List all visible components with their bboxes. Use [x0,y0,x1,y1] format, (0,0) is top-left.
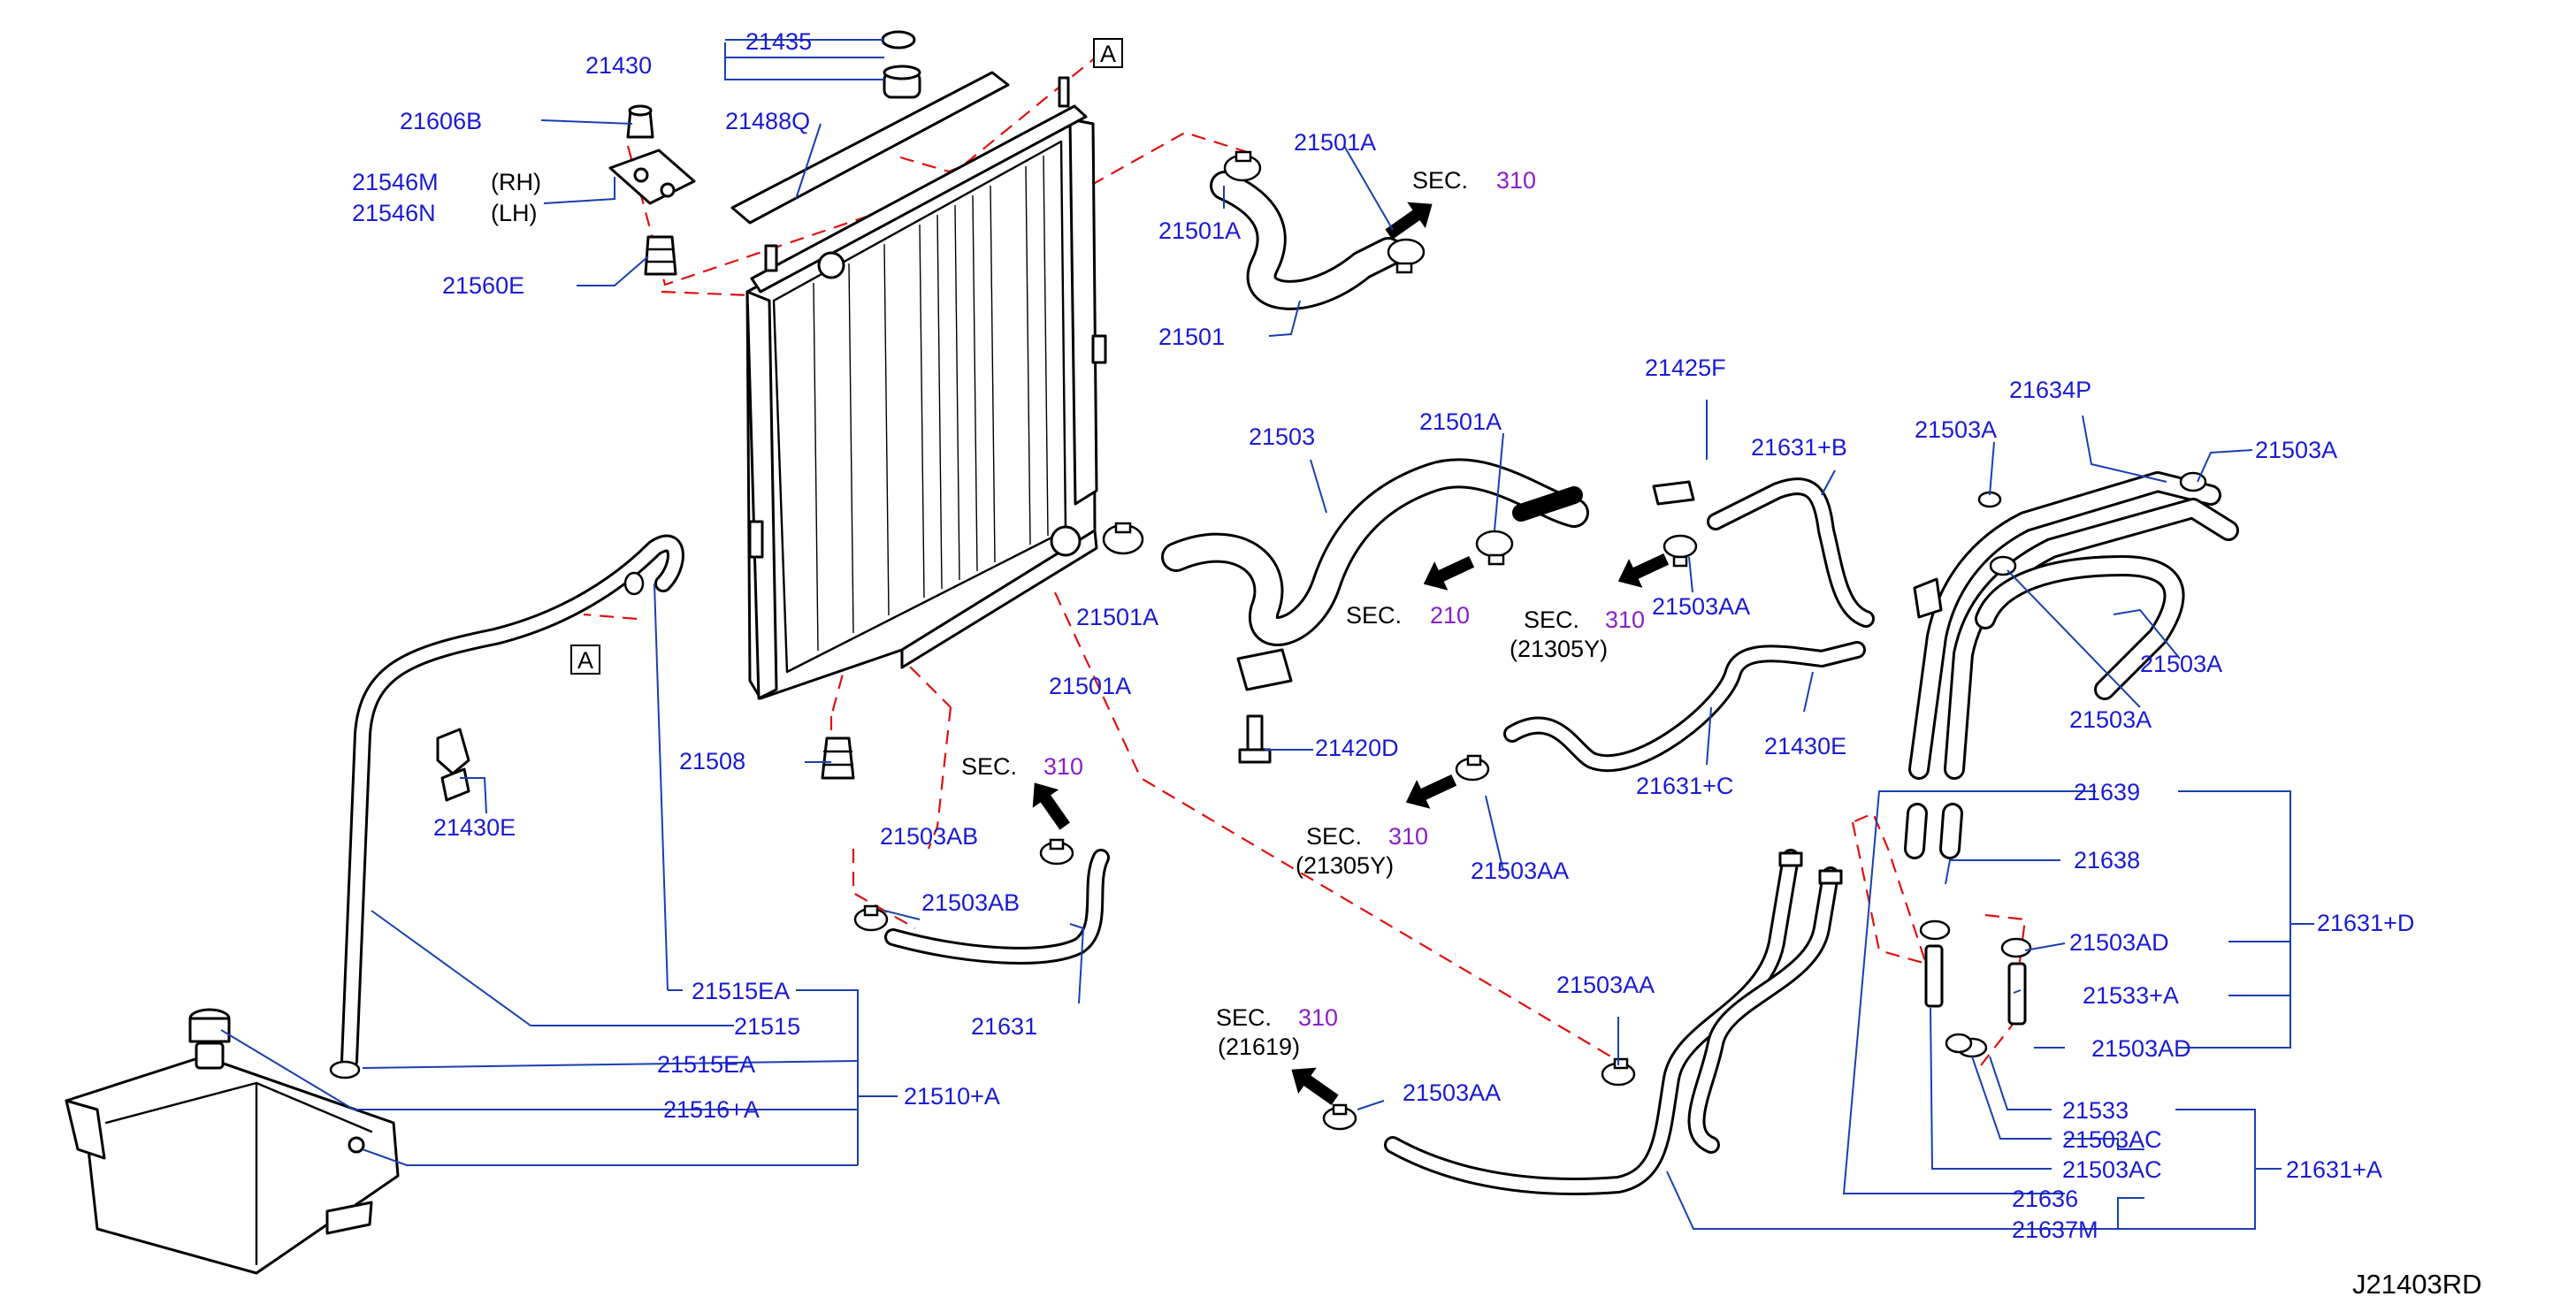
reservoir-tank [65,1008,400,1275]
label-21488q: 21488Q [725,108,810,134]
label-21501a-left: 21501A [1158,217,1241,244]
radiator-core [745,76,1107,700]
svg-text:(21619): (21619) [1218,1034,1300,1060]
label-21503ab-a: 21503AB [880,823,978,850]
label-21503a-right: 21503A [2255,437,2337,463]
label-21501a-radiator: 21501A [1049,673,1131,699]
label-21639: 21639 [2074,779,2140,805]
section-arrows [1032,202,1670,1105]
label-21516a: 21516+A [663,1096,760,1123]
label-21560e: 21560E [442,272,524,299]
svg-text:(21305Y): (21305Y) [1510,636,1608,662]
svg-text:310: 310 [1496,167,1536,194]
hose-clamps [329,150,2207,1131]
label-21515: 21515 [734,1013,800,1040]
label-21503aa-top: 21503AA [1652,593,1750,620]
label-21503aa-bottom: 21503AA [1403,1079,1501,1106]
svg-text:A: A [1100,41,1116,67]
radiator-cap [881,30,921,99]
section-reference-6: SEC. 310 (21619) [1216,1004,1338,1060]
label-side-rh: (RH) [491,169,541,195]
label-21503a-bottom: 21503A [2069,706,2152,733]
label-21634p: 21634P [2009,377,2091,403]
radiator-mount-bracket [608,104,696,276]
connector-pipes [1924,944,2027,1026]
view-marker-a-bottom: A [570,645,600,675]
label-21533: 21533 [2062,1097,2129,1124]
section-reference-2: SEC. 210 [1346,602,1470,629]
section-reference-4: SEC. 310 [961,753,1083,780]
label-21631a: 21631+A [2286,1156,2382,1183]
diagram-id: J21403RD [2352,1269,2481,1300]
label-side-lh: (LH) [491,200,538,226]
label-21503a-low: 21503A [2140,651,2222,677]
svg-text:310: 310 [1388,823,1428,850]
svg-text:310: 310 [1605,606,1645,633]
label-21503: 21503 [1249,423,1315,450]
label-21503aa-mid: 21503AA [1471,858,1569,884]
section-reference-1: SEC. 310 [1412,167,1536,194]
heater-pipe-assembly [1904,471,2239,859]
svg-text:SEC.: SEC. [1524,606,1579,633]
label-21631d: 21631+D [2317,910,2414,936]
bolt [1238,714,1272,764]
label-21631: 21631 [971,1013,1037,1040]
label-21515ea-bottom: 21515EA [657,1051,755,1078]
label-21503aa-low: 21503AA [1556,972,1655,998]
label-21546n: 21546N [352,200,436,226]
section-reference-5: SEC. 310 (21305Y) [1296,823,1428,879]
label-21638: 21638 [2074,847,2140,873]
hose-brackets [436,480,1943,802]
label-21435: 21435 [745,28,812,55]
label-21503ac-a: 21503AC [2062,1126,2162,1153]
svg-text:310: 310 [1298,1004,1338,1031]
label-21420d: 21420D [1315,735,1399,761]
view-marker-a-top: A [1093,38,1123,68]
section-reference-3: SEC. 310 (21305Y) [1510,606,1645,662]
label-21631c: 21631+C [1636,773,1733,799]
label-21508: 21508 [679,748,745,774]
label-21503ab-b: 21503AB [921,889,1020,916]
label-21430e-left: 21430E [433,814,516,841]
label-21637m: 21637M [2012,1217,2098,1243]
svg-text:SEC.: SEC. [1216,1004,1272,1031]
svg-text:SEC.: SEC. [961,753,1017,780]
label-21636: 21636 [2012,1186,2078,1212]
label-21503ad-bottom: 21503AD [2091,1035,2191,1062]
part-labels: 21435 21430 21606B 21488Q 21546M (RH) 21… [352,28,2414,1243]
svg-text:310: 310 [1043,753,1083,780]
label-21515ea-top: 21515EA [692,978,790,1004]
label-21501a-top: 21501A [1294,129,1376,156]
label-21501a-mid: 21501A [1419,408,1502,435]
hoses [340,171,1875,1195]
svg-text:A: A [577,647,593,674]
label-21503a-top: 21503A [1915,416,1997,443]
svg-text:SEC.: SEC. [1346,602,1402,629]
label-21503ac-b: 21503AC [2062,1156,2162,1183]
svg-text:(21305Y): (21305Y) [1296,852,1394,879]
label-21430: 21430 [585,52,652,79]
label-21510a: 21510+A [904,1083,1000,1110]
svg-text:SEC.: SEC. [1412,167,1468,194]
label-21430e-right: 21430E [1764,733,1846,759]
svg-text:210: 210 [1430,602,1470,629]
label-21501a-low: 21501A [1076,604,1158,630]
label-21631b: 21631+B [1751,434,1847,461]
label-21503ad-top: 21503AD [2069,929,2169,956]
label-21606b: 21606B [400,108,482,134]
label-21546m: 21546M [352,169,439,195]
label-21425f: 21425F [1645,355,1726,381]
label-21533a: 21533+A [2083,982,2179,1009]
leader-lines [220,39,2314,1230]
drain-plug [821,736,855,780]
svg-text:SEC.: SEC. [1306,823,1362,850]
label-21501: 21501 [1158,324,1225,350]
